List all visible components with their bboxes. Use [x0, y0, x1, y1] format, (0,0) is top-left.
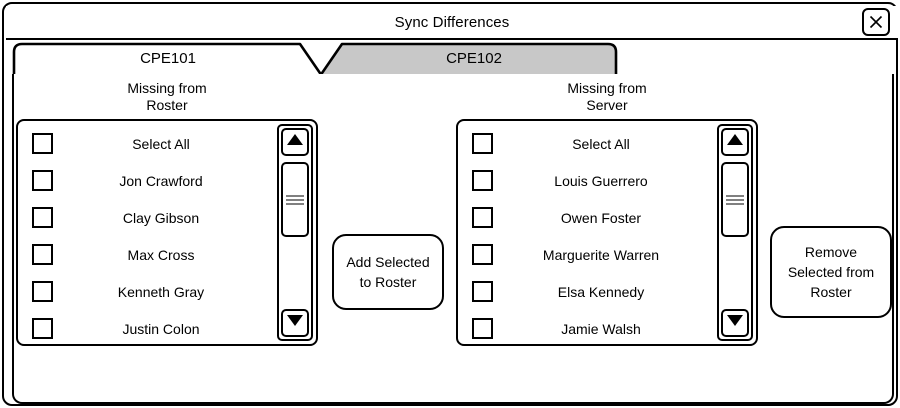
scroll-down-button[interactable] — [721, 309, 749, 337]
grip-lines-icon — [726, 195, 744, 205]
list-item-label: Elsa Kennedy — [557, 283, 645, 300]
triangle-down-icon — [726, 314, 744, 332]
list-item[interactable]: Jamie Walsh — [458, 310, 716, 347]
list-item[interactable]: Select All — [18, 125, 276, 162]
grip-lines-icon — [286, 195, 304, 205]
scrollbar-track[interactable] — [721, 239, 749, 307]
row-checkbox[interactable] — [472, 318, 493, 339]
tab-cpe102-label: CPE102 — [446, 50, 502, 67]
row-checkbox[interactable] — [32, 207, 53, 228]
close-x-icon — [868, 14, 884, 30]
scrollbar-track[interactable] — [281, 239, 309, 307]
list-item[interactable]: Owen Foster — [458, 199, 716, 236]
list-item-label: Jon Crawford — [119, 172, 203, 189]
scrollbar-thumb[interactable] — [281, 162, 309, 237]
list-item[interactable]: Kenneth Gray — [18, 273, 276, 310]
row-checkbox[interactable] — [472, 244, 493, 265]
tab-cpe102[interactable]: CPE102 — [318, 42, 630, 76]
list-item-label: Select All — [132, 135, 190, 152]
list-item[interactable]: Louis Guerrero — [458, 162, 716, 199]
list-item[interactable]: Clay Gibson — [18, 199, 276, 236]
row-checkbox[interactable] — [32, 170, 53, 191]
list-item-label: Max Cross — [127, 246, 195, 263]
list-item-label: Marguerite Warren — [542, 246, 660, 263]
scrollbar-thumb[interactable] — [721, 162, 749, 237]
missing-from-server-rows: Select All Louis Guerrero Owen Foster — [458, 121, 716, 344]
tab-cpe101-label: CPE101 — [140, 50, 196, 67]
scroll-down-button[interactable] — [281, 309, 309, 337]
list-item[interactable]: Marguerite Warren — [458, 236, 716, 273]
row-checkbox[interactable] — [472, 170, 493, 191]
list-item-label: Clay Gibson — [122, 209, 200, 226]
triangle-up-icon — [286, 133, 304, 151]
page-title: Sync Differences — [394, 13, 510, 31]
tab-content-panel: Missing from Roster Select All Jon Crawf… — [12, 74, 894, 404]
missing-from-roster-rows: Select All Jon Crawford Clay Gibson — [18, 121, 276, 344]
list-item-label: Louis Guerrero — [554, 172, 648, 189]
row-checkbox[interactable] — [472, 281, 493, 302]
list-item[interactable]: Max Cross — [18, 236, 276, 273]
triangle-down-icon — [286, 314, 304, 332]
row-checkbox[interactable] — [32, 281, 53, 302]
row-checkbox[interactable] — [472, 133, 493, 154]
missing-from-server-listbox: Select All Louis Guerrero Owen Foster — [456, 119, 758, 346]
row-checkbox[interactable] — [472, 207, 493, 228]
list-item-label: Justin Colon — [122, 320, 200, 337]
triangle-up-icon — [726, 133, 744, 151]
list-item[interactable]: Jon Crawford — [18, 162, 276, 199]
missing-from-roster-listbox: Select All Jon Crawford Clay Gibson — [16, 119, 318, 346]
add-selected-to-roster-button[interactable]: Add Selected to Roster — [332, 234, 444, 310]
list-item-label: Kenneth Gray — [117, 283, 205, 300]
missing-from-roster-header: Missing from Roster — [127, 80, 207, 113]
tab-cpe102-shape — [318, 42, 630, 76]
close-button[interactable] — [862, 8, 890, 36]
list-item-label: Select All — [572, 135, 630, 152]
title-bar: Sync Differences — [6, 6, 898, 40]
missing-from-server-scrollbar[interactable] — [717, 124, 753, 341]
missing-from-roster-column: Missing from Roster Select All Jon Crawf… — [16, 78, 318, 346]
list-item-label: Owen Foster — [560, 209, 642, 226]
tab-strip: CPE101 CPE102 — [12, 42, 894, 76]
tab-cpe101[interactable]: CPE101 — [12, 42, 324, 76]
list-item-label: Jamie Walsh — [561, 320, 641, 337]
row-checkbox[interactable] — [32, 244, 53, 265]
row-checkbox[interactable] — [32, 133, 53, 154]
row-checkbox[interactable] — [32, 318, 53, 339]
list-item[interactable]: Select All — [458, 125, 716, 162]
list-item[interactable]: Elsa Kennedy — [458, 273, 716, 310]
scroll-up-button[interactable] — [281, 128, 309, 156]
missing-from-roster-scrollbar[interactable] — [277, 124, 313, 341]
remove-selected-from-roster-button[interactable]: Remove Selected from Roster — [770, 226, 892, 318]
list-item[interactable]: Justin Colon — [18, 310, 276, 347]
scroll-up-button[interactable] — [721, 128, 749, 156]
missing-from-server-header: Missing from Server — [567, 80, 647, 113]
tab-cpe101-shape — [12, 42, 324, 76]
missing-from-server-column: Missing from Server Select All Louis Gue… — [456, 78, 758, 346]
